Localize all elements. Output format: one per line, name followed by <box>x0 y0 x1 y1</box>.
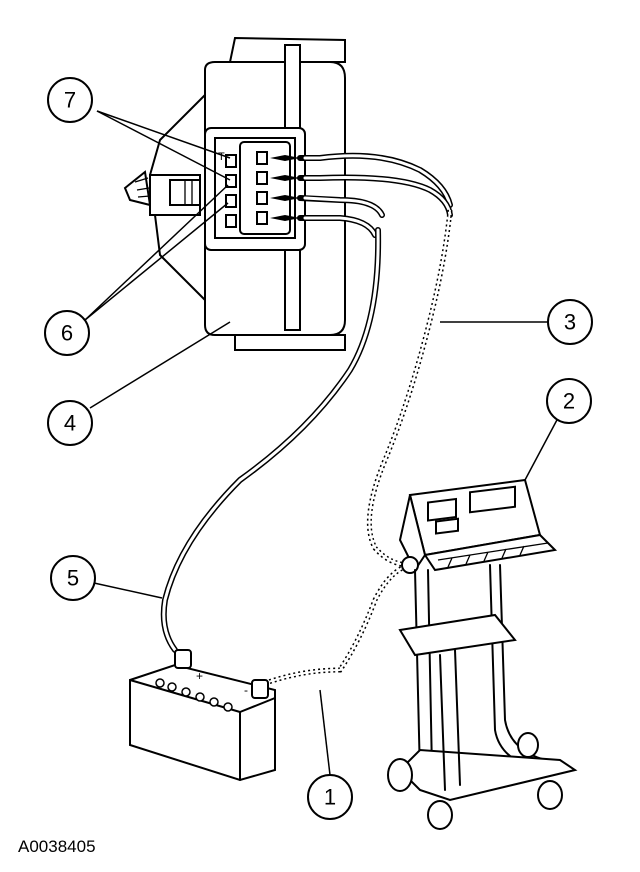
callout-3: 3 <box>547 299 593 345</box>
battery: + - <box>129 649 276 782</box>
callout-5: 5 <box>50 555 96 601</box>
callout-6: 6 <box>44 310 90 356</box>
svg-text:7: 7 <box>64 88 76 113</box>
svg-text:2: 2 <box>563 389 575 414</box>
svg-text:4: 4 <box>64 411 76 436</box>
callout-1: 1 <box>307 774 353 820</box>
figure-id: A0038405 <box>18 837 96 856</box>
tester-cable <box>366 209 453 568</box>
callout-2: 2 <box>546 378 592 424</box>
battery-negative-lead <box>259 562 411 688</box>
component-housing: T <box>123 36 346 351</box>
svg-text:-: - <box>244 683 248 697</box>
svg-text:T: T <box>218 151 225 163</box>
leader-lines <box>84 110 559 776</box>
svg-text:6: 6 <box>61 321 73 346</box>
svg-text:5: 5 <box>67 566 79 591</box>
callout-4: 4 <box>47 400 93 446</box>
svg-text:+: + <box>196 669 203 683</box>
diagnostic-tester-cart <box>387 478 578 830</box>
svg-text:1: 1 <box>324 785 336 810</box>
probe-leads <box>270 152 453 238</box>
battery-positive-lead <box>160 227 382 653</box>
callout-7: 7 <box>47 77 93 123</box>
svg-text:3: 3 <box>564 310 576 335</box>
